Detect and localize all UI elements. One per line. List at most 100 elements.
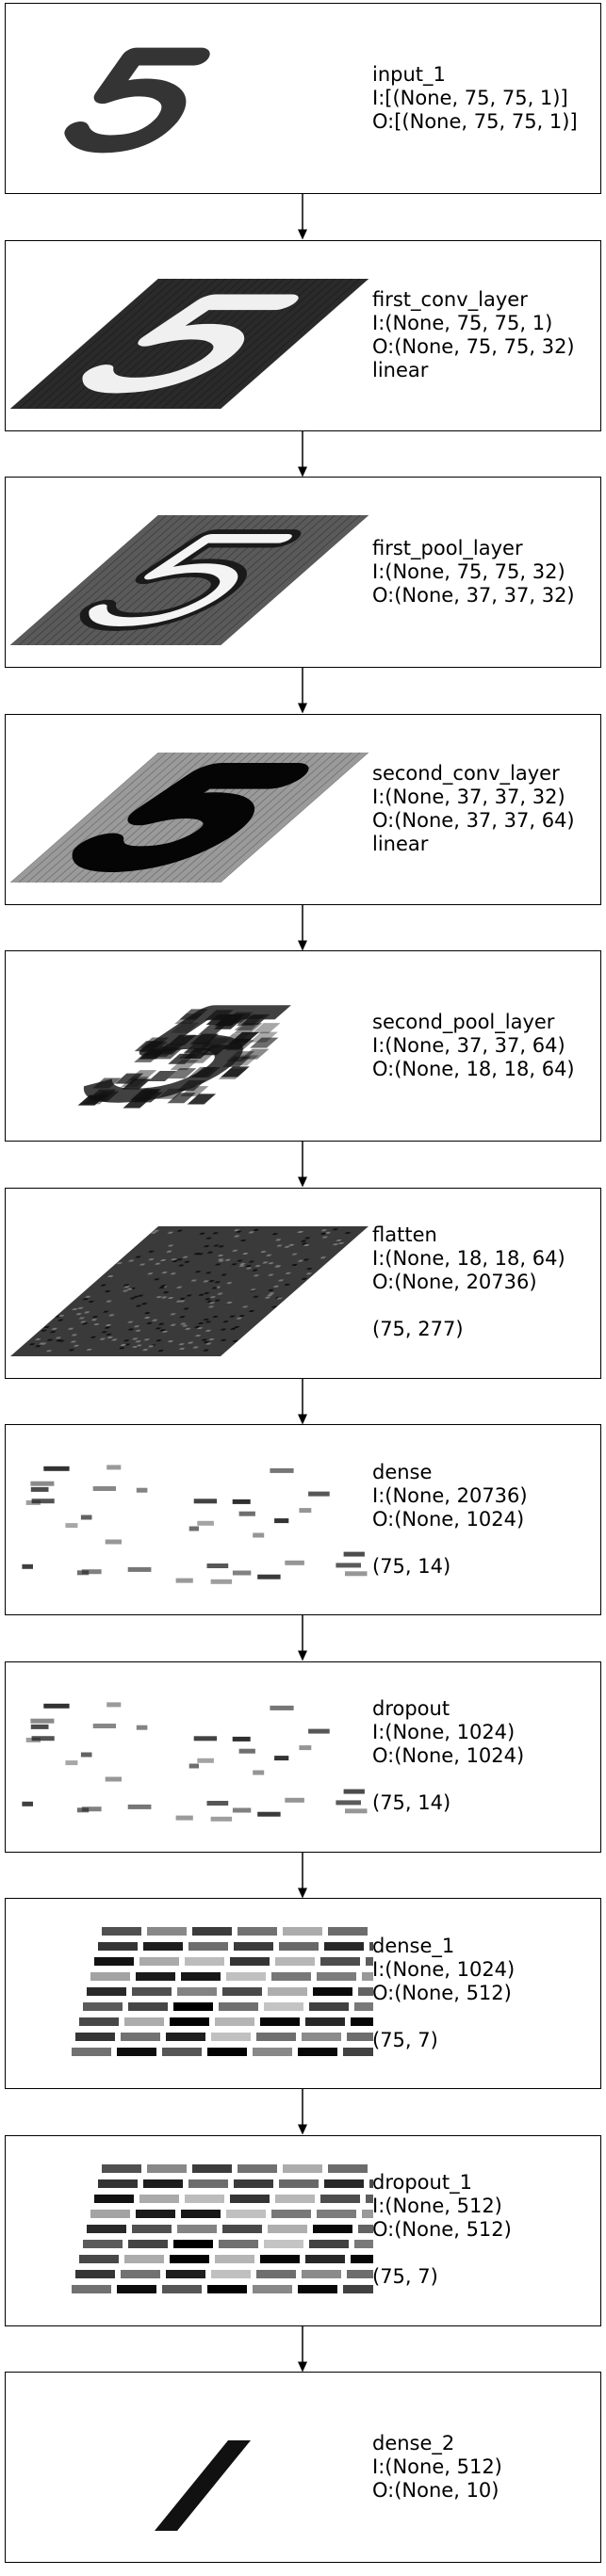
layer-name: first_pool_layer [372, 536, 523, 559]
flow-arrow [298, 193, 307, 240]
layer-output-shape: O:[(None, 75, 75, 1)] [372, 109, 578, 133]
flow-arrow [298, 667, 307, 714]
layer-input-shape: I:(None, 512) [372, 2454, 502, 2478]
layer-viz-shape: (75, 7) [372, 2265, 438, 2288]
layer-activation: linear [372, 832, 429, 855]
dense-activation-bars [72, 1927, 373, 2056]
layer-viz-shape: (75, 14) [372, 1791, 451, 1814]
pooled-feature-map [77, 1005, 291, 1109]
output-activation-bar [155, 2440, 251, 2531]
layer-name: flatten [372, 1223, 437, 1246]
digit-five-glyph [64, 47, 210, 154]
layer-visualization [155, 2440, 251, 2531]
layer-visualization [64, 47, 210, 154]
layer-input-shape: I:(None, 37, 37, 32) [372, 785, 565, 808]
layer-label-spacer [372, 2005, 598, 2029]
layer-input-shape: I:(None, 37, 37, 64) [372, 1033, 565, 1057]
layer-name: first_conv_layer [372, 287, 528, 311]
layer-name: second_conv_layer [372, 761, 560, 785]
layer-viz-shape: (75, 14) [372, 1554, 451, 1578]
layer-input-shape: I:[(None, 75, 75, 1)] [372, 86, 568, 109]
flow-arrow [298, 1377, 307, 1424]
layer-input-shape: I:(None, 20736) [372, 1483, 528, 1507]
feature-map-digit [72, 762, 309, 872]
flow-arrow [298, 1851, 307, 1898]
dense-activation-bars [72, 2163, 373, 2293]
layer-visualization [9, 752, 369, 883]
layer-output-shape: O:(None, 75, 75, 32) [372, 334, 575, 358]
feature-map-plane [10, 278, 369, 409]
layer-name: dropout_1 [372, 2171, 472, 2194]
layer-viz-shape: (75, 7) [372, 2028, 438, 2051]
layer-name: second_pool_layer [372, 1010, 555, 1033]
flow-arrow [298, 2325, 307, 2372]
flatten-plane [10, 1225, 369, 1356]
layer-label-spacer [372, 1531, 598, 1555]
layer-visualization [22, 1465, 368, 1584]
layer-input-shape: I:(None, 75, 75, 1) [372, 311, 553, 334]
layer-output-shape: O:(None, 37, 37, 32) [372, 583, 575, 607]
layer-output-shape: O:(None, 512) [372, 1981, 512, 2004]
layer-output-shape: O:(None, 1024) [372, 1507, 525, 1531]
layer-visualization [9, 278, 369, 409]
feature-map-digit [82, 294, 299, 393]
flow-arrow [298, 2088, 307, 2135]
layer-output-shape: O:(None, 18, 18, 64) [372, 1057, 575, 1080]
layer-output-shape: O:(None, 1024) [372, 1744, 525, 1767]
flow-arrow [298, 903, 307, 950]
layer-input-shape: I:(None, 512) [372, 2195, 502, 2217]
layer-name: input_1 [372, 62, 446, 86]
layer-visualization [77, 1005, 291, 1109]
layer-name: dense_1 [372, 1934, 455, 1957]
layer-label-spacer [372, 1294, 598, 1318]
layer-input-shape: I:(None, 1024) [372, 1957, 516, 1981]
layer-visualization [10, 1225, 369, 1356]
layer-output-shape: O:(None, 512) [372, 2218, 512, 2241]
feature-map-plane [10, 515, 369, 645]
layer-visualization [22, 1701, 368, 1822]
layer-activation: linear [372, 358, 429, 381]
flow-arrow [298, 1141, 307, 1188]
layer-input-shape: I:(None, 75, 75, 32) [372, 559, 565, 583]
layer-label-spacer [372, 2242, 598, 2265]
layer-input-shape: I:(None, 18, 18, 64) [372, 1247, 565, 1270]
flatten-texture [28, 1227, 352, 1352]
layer-label-spacer [372, 1768, 598, 1791]
layer-name: dense [372, 1460, 433, 1483]
layer-viz-shape: (75, 277) [372, 1318, 464, 1340]
sparse-activation-dashes [22, 1465, 368, 1584]
layer-output-shape: O:(None, 20736) [372, 1271, 537, 1293]
layer-output-shape: O:(None, 37, 37, 64) [372, 808, 575, 832]
flow-arrow [298, 429, 307, 477]
layer-visualization [72, 1927, 373, 2056]
layer-output-shape: O:(None, 10) [372, 2478, 500, 2502]
flow-arrow [298, 1614, 307, 1661]
layer-name: dense_2 [372, 2431, 455, 2454]
layer-visualization [9, 515, 369, 645]
sparse-activation-dashes [22, 1701, 368, 1822]
layer-input-shape: I:(None, 1024) [372, 1721, 516, 1743]
layer-name: dropout [372, 1697, 450, 1720]
